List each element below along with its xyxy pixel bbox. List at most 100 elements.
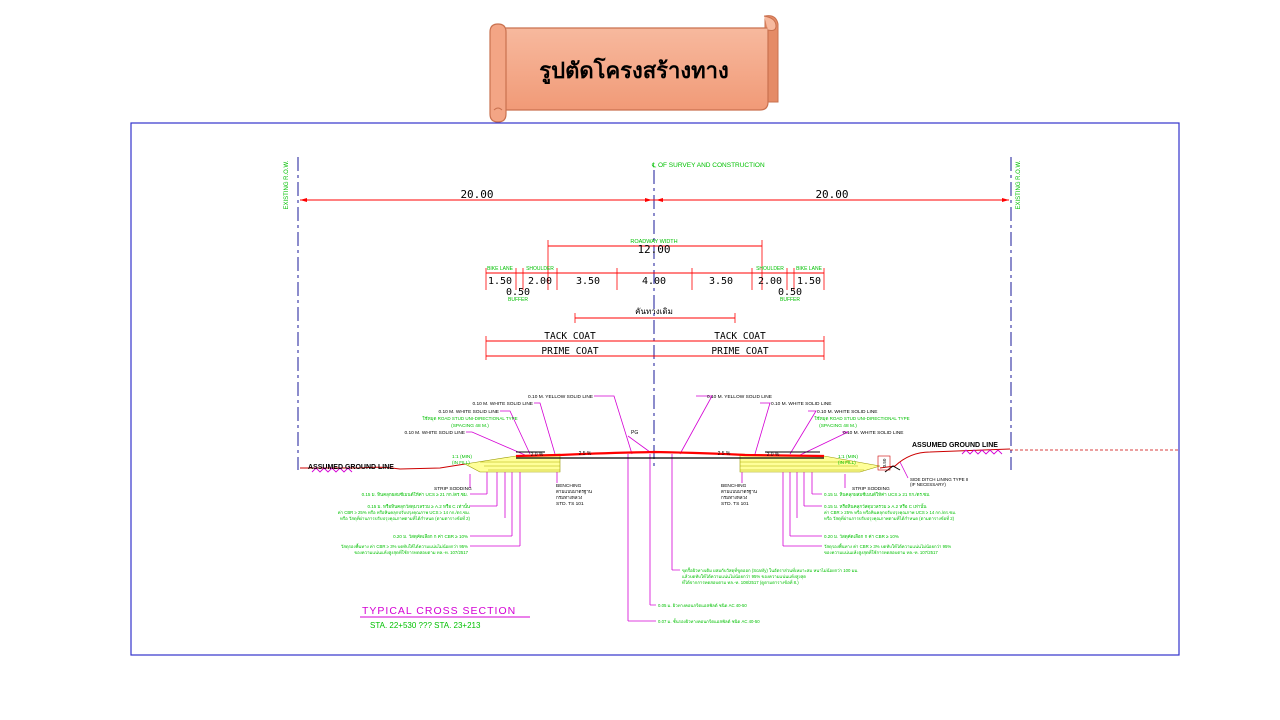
drawing-frame bbox=[130, 122, 1180, 656]
buffer-left: 0.50 bbox=[506, 287, 530, 298]
label-shoulder-left: SHOULDER bbox=[526, 266, 554, 272]
buffer-word-left: BUFFER bbox=[508, 297, 528, 303]
centerline-label: ℄ OF SURVEY AND CONSTRUCTION bbox=[651, 162, 765, 169]
embankment-hatch bbox=[480, 461, 864, 471]
ditch-dim-box bbox=[877, 455, 891, 471]
roadway-width-label: ROADWAY WIDTH bbox=[630, 239, 677, 245]
benching-right-4: STD. TS 101 bbox=[721, 501, 749, 507]
strip-sodding-right: STRIP SODDING bbox=[852, 486, 890, 492]
layer-left-1: 0.15 ม. หินคลุกผสมซีเมนต์ให้ค่า UCS ≥ 21… bbox=[362, 491, 468, 498]
pavement-surface bbox=[515, 450, 825, 458]
slope-left: 1:1 (MIN) bbox=[452, 454, 472, 460]
center-note-1: ขุดรื้อผิวทางเดิม ผสมกับวัสดุที่ขูดออก (… bbox=[682, 567, 859, 574]
tack-coat-right: TACK COAT bbox=[714, 331, 766, 342]
layer-left-7: ของความแน่นแห้งสูงสุดที่ใช้การทดสอบตาม ท… bbox=[354, 549, 468, 556]
center-note-4: 0.05 ม. ผิวทางคอนกรีตแอสฟัลต์ ชนิด AC 40… bbox=[658, 603, 747, 608]
benching-right-1: BENCHING bbox=[721, 483, 747, 489]
benching-right-3: กรมทางหลวง bbox=[721, 495, 747, 500]
ground-hatch-left bbox=[311, 467, 353, 473]
strip-sodding-left: STRIP SODDING bbox=[434, 486, 472, 492]
callout-left-2: 0.10 M. WHITE SOLID LINE bbox=[472, 401, 533, 407]
lane-dim-5: 3.50 bbox=[709, 276, 733, 287]
lane-dim-2: 2.00 bbox=[528, 276, 552, 287]
benching-left-3: กรมทางหลวง bbox=[556, 495, 582, 500]
side-ditch-1: SIDE DITCH LINING TYPE II bbox=[910, 477, 968, 482]
callout-left-5: (SPACING 48 M.) bbox=[451, 423, 489, 429]
dim-arrow-left bbox=[300, 198, 307, 202]
callout-right-4: ใช้หมุด ROAD STUD UNI-DIRECTIONAL TYPE bbox=[814, 416, 909, 422]
buffer-word-right: BUFFER bbox=[780, 297, 800, 303]
coat-ticks bbox=[485, 336, 825, 360]
section-title: TYPICAL CROSS SECTION bbox=[362, 605, 516, 617]
benching-left-4: STD. TS 101 bbox=[556, 501, 584, 507]
dim-right: 20.00 bbox=[815, 188, 848, 201]
layer-left-2: 0.15 ม. หรือหินคลุกวัสดุมวลรวม ≥ A.2 หรื… bbox=[368, 503, 470, 510]
grade-left-1: 2.0 % bbox=[531, 452, 544, 458]
prime-coat-right: PRIME COAT bbox=[711, 346, 768, 357]
layer-left-3: ค่า CBR ≥ 25% หรือ หรือหินคลุกปรับปรุงคุ… bbox=[338, 510, 470, 516]
pg-label: PG bbox=[631, 430, 638, 436]
lane-dim-3: 3.50 bbox=[576, 276, 600, 287]
roadway-width: 12.00 bbox=[637, 243, 670, 256]
ground-hatch-right bbox=[961, 449, 1003, 455]
layer-right-7: ของความแน่นแห้งสูงสุดที่ใช้การทดสอบตาม ท… bbox=[824, 549, 938, 556]
row-label-right: EXISTING R.O.W. bbox=[1016, 160, 1022, 209]
lane-dim-7: 1.50 bbox=[797, 276, 821, 287]
ground-line-right bbox=[879, 448, 1011, 469]
dim-arrow-right bbox=[1002, 198, 1009, 202]
benching-left-2: ตามแบบมาตรฐาน bbox=[556, 489, 592, 495]
title-scroll-banner bbox=[489, 15, 779, 123]
grade-left-2: 2.5 % bbox=[579, 451, 592, 457]
layer-notes-right bbox=[783, 493, 822, 547]
banner-title: รูปตัดโครงสร้างทาง bbox=[539, 59, 729, 84]
lane-dim-6: 2.00 bbox=[758, 276, 782, 287]
layer-right-5: 0.20 ม. วัสดุคัดเลือก ก ค่า CBR ≥ 10% bbox=[824, 533, 899, 540]
dim-arrow-center-l bbox=[645, 198, 652, 202]
label-shoulder-right: SHOULDER bbox=[756, 266, 784, 272]
center-note-5: 0.07 ม. ชั้นรองผิวทางคอนกรีตแอสฟัลต์ ชนิ… bbox=[658, 618, 760, 624]
dim-left: 20.00 bbox=[460, 188, 493, 201]
slope-right-sub: (IN FILL) bbox=[838, 460, 856, 465]
lane-dim-1: 1.50 bbox=[488, 276, 512, 287]
buffer-right: 0.50 bbox=[778, 287, 802, 298]
lane-dim-4: 4.00 bbox=[642, 276, 666, 287]
grade-right-2: 2.0 % bbox=[767, 452, 780, 458]
tack-coat-left: TACK COAT bbox=[544, 331, 596, 342]
assumed-ground-left: ASSUMED GROUND LINE bbox=[308, 464, 394, 471]
slope-right: 1:1 (MIN) bbox=[838, 454, 858, 460]
ground-line-left bbox=[300, 463, 466, 470]
center-note-3: ที่ได้จากการทดสอบตาม ทล.-ท. 108/2517 (ดู… bbox=[682, 579, 799, 586]
grade-right-1: 2.5 % bbox=[718, 451, 731, 457]
layer-right-3: ค่า CBR ≥ 25% หรือ หรือหินคลุกปรับปรุงคุ… bbox=[824, 510, 956, 516]
callout-left-4: ใช้หมุด ROAD STUD UNI-DIRECTIONAL TYPE bbox=[422, 416, 517, 422]
embankment-left bbox=[464, 453, 561, 473]
layer-left-4: หรือ วัสดุที่ผ่านการปรับปรุงคุณภาพตามที่… bbox=[340, 515, 471, 522]
layer-right-2: 0.15 ม. หรือหินคลุกวัสดุมวลรวม ≥ A.2 หรื… bbox=[824, 503, 926, 510]
callout-left-6: 0.10 M. WHITE SOLID LINE bbox=[404, 430, 465, 436]
row-label-left: EXISTING R.O.W. bbox=[284, 160, 290, 209]
callout-right-6: 0.10 M. WHITE SOLID LINE bbox=[843, 430, 904, 436]
layer-right-1: 0.15 ม. หินคลุกผสมซีเมนต์ให้ค่า UCS ≥ 21… bbox=[824, 491, 930, 498]
label-bike-lane-left: BIKE LANE bbox=[487, 266, 514, 272]
callout-leaders bbox=[466, 395, 909, 621]
callout-left-1: 0.10 M. YELLOW SOLID LINE bbox=[528, 394, 593, 400]
dim-arrow-center-r bbox=[656, 198, 663, 202]
layer-left-5: 0.20 ม. วัสดุคัดเลือก ก ค่า CBR ≥ 10% bbox=[393, 533, 468, 540]
prime-coat-left: PRIME COAT bbox=[541, 346, 598, 357]
layer-right-6: วัสดุรองพื้นทาง ค่า CBR ≥ 3% บดทับให้ได้… bbox=[824, 543, 951, 550]
assumed-ground-right: ASSUMED GROUND LINE bbox=[912, 442, 998, 449]
section-station: STA. 22+530 ??? STA. 23+213 bbox=[370, 621, 481, 630]
ditch-dim: 0.50 bbox=[882, 458, 887, 467]
slope-left-sub: (IN FILL) bbox=[452, 460, 470, 465]
lane-ticks bbox=[485, 268, 825, 290]
layer-right-4: หรือ วัสดุที่ผ่านการปรับปรุงคุณภาพตามที่… bbox=[824, 515, 955, 522]
center-note-2: แล้วบดทับให้ได้ความแน่นไม่น้อยกว่า 95% ข… bbox=[682, 574, 806, 580]
callout-right-5: (SPACING 48 M.) bbox=[819, 423, 857, 429]
label-bike-lane-right: BIKE LANE bbox=[796, 266, 823, 272]
callout-right-1: 0.10 M. YELLOW SOLID LINE bbox=[707, 394, 772, 400]
side-ditch-2: (IF NECESSARY) bbox=[910, 482, 946, 487]
existing-road-label: คันทางเดิม bbox=[635, 307, 673, 316]
layer-left-6: วัสดุรองพื้นทาง ค่า CBR ≥ 3% บดทับให้ได้… bbox=[341, 543, 468, 550]
callout-left-3: 0.10 M. WHITE SOLID LINE bbox=[438, 409, 499, 415]
